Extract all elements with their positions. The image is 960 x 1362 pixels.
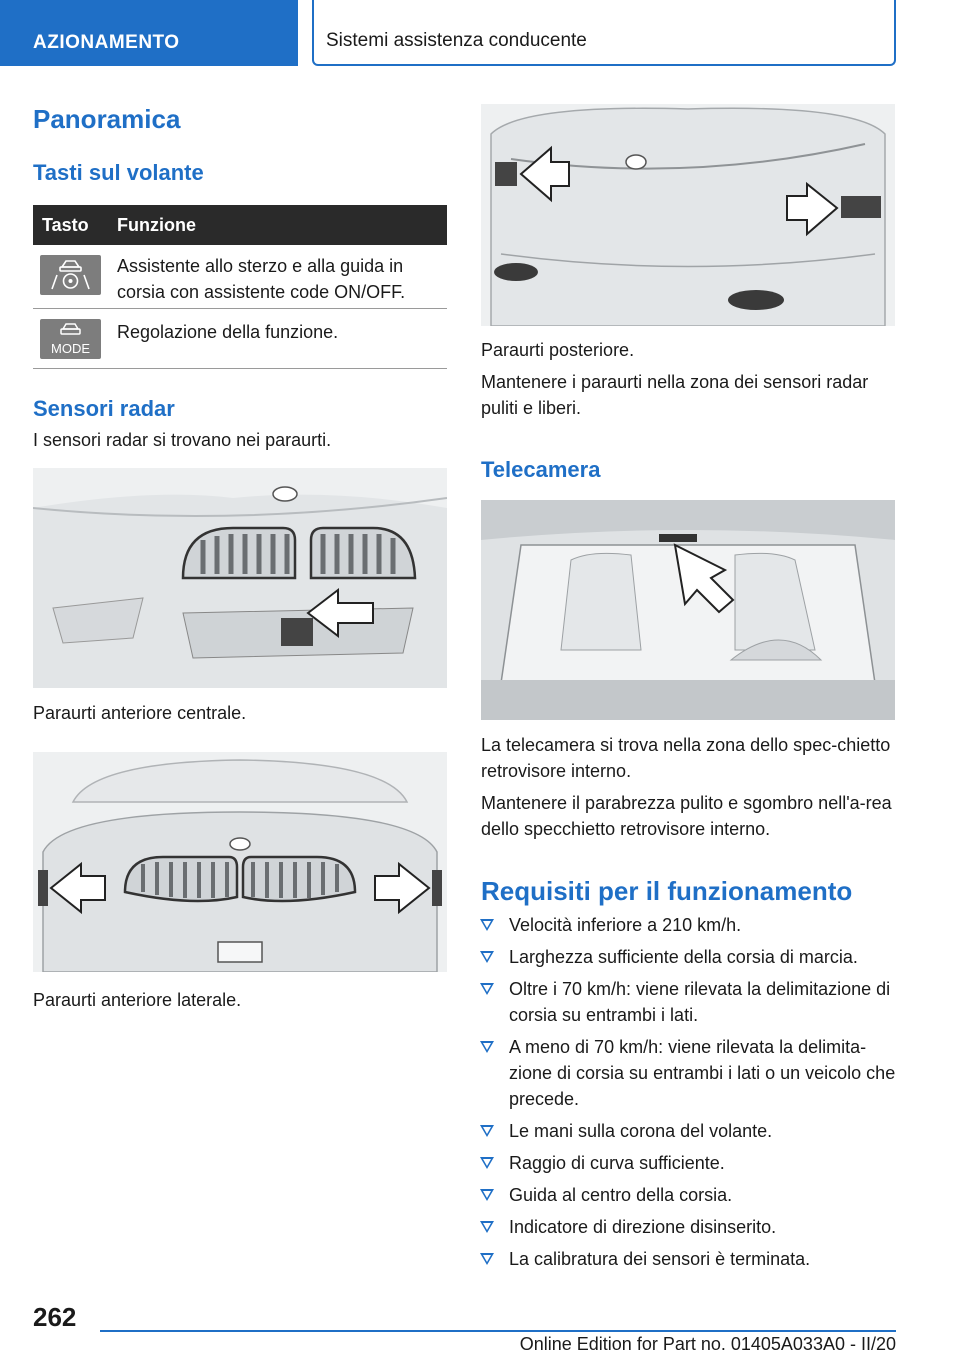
chapter-tab: Sistemi assistenza conducente [312, 0, 896, 66]
row-function-text: Regolazione della funzione. [117, 322, 339, 342]
footer-divider [100, 1330, 896, 1332]
front-center-bumper-image [33, 468, 447, 688]
list-item: Raggio di curva sufficiente. [480, 1150, 901, 1176]
page-number: 262 [33, 1302, 77, 1332]
list-item-text: Raggio di curva sufficiente. [509, 1153, 725, 1173]
steering-keys-table: Tasto Funzione Assistente allo sterzo e … [33, 205, 447, 369]
list-item-text: Guida al centro della corsia. [509, 1185, 733, 1205]
list-item: A meno di 70 km/h: viene rilevata la del… [480, 1034, 901, 1112]
front-side-bumper-image [33, 752, 447, 972]
camera-text-2: Mantenere il parabrezza pulito e sgombro… [481, 793, 892, 839]
list-item-text: Oltre i 70 km/h: viene rilevata la delim… [509, 979, 891, 1025]
list-item-text: La calibratura dei sensori è terminata. [509, 1249, 811, 1269]
mode-icon-label: MODE [51, 341, 90, 356]
list-item-text: Le mani sulla corona del volante. [509, 1121, 773, 1141]
list-item: Indicatore di direzione disinserito. [480, 1214, 901, 1240]
rear-text: Mantenere i paraurti nella zona dei sens… [481, 372, 869, 418]
camera-heading: Telecamera [481, 457, 601, 482]
bullet-triangle-icon [480, 1157, 494, 1169]
bullet-triangle-icon [480, 951, 494, 963]
table-row: MODE Regolazione della funzione. [33, 309, 447, 369]
bullet-triangle-icon [480, 919, 494, 931]
table-row: Assistente allo sterzo e alla guida in c… [33, 245, 447, 309]
footer-edition: Online Edition for Part no. 01405A033A0 … [519, 1334, 896, 1354]
col-header-function: Funzione [117, 215, 196, 235]
list-item: Oltre i 70 km/h: viene rilevata la delim… [480, 976, 901, 1028]
list-item-text: A meno di 70 km/h: viene rilevata la del… [509, 1037, 896, 1109]
bullet-triangle-icon [480, 1041, 494, 1053]
section-tab: AZIONAMENTO [0, 0, 298, 66]
bullet-triangle-icon [480, 1221, 494, 1233]
list-item-text: Indicatore di direzione disinserito. [509, 1217, 777, 1237]
requirements-heading: Requisiti per il funzionamento [481, 876, 853, 906]
mode-button-icon: MODE [40, 319, 101, 359]
bullet-triangle-icon [480, 983, 494, 995]
list-item-text: Larghezza sufficiente della corsia di ma… [509, 947, 858, 967]
caption-front-side: Paraurti anteriore laterale. [33, 990, 242, 1010]
list-item: Velocità inferiore a 210 km/h. [480, 912, 901, 938]
row-function-text: Assistente allo sterzo e alla guida in c… [117, 256, 406, 302]
caption-front-center: Paraurti anteriore centrale. [33, 703, 247, 723]
radar-heading: Sensori radar [33, 396, 175, 421]
camera-interior-image [481, 500, 895, 720]
page-title: Panoramica [33, 104, 181, 134]
subtitle-steering-keys: Tasti sul volante [33, 160, 204, 185]
caption-rear: Paraurti posteriore. [481, 340, 635, 360]
list-item: Larghezza sufficiente della corsia di ma… [480, 944, 901, 970]
bullet-triangle-icon [480, 1253, 494, 1265]
list-item: Guida al centro della corsia. [480, 1182, 901, 1208]
radar-text: I sensori radar si trovano nei paraurti. [33, 430, 332, 450]
list-item: Le mani sulla corona del volante. [480, 1118, 901, 1144]
bullet-triangle-icon [480, 1189, 494, 1201]
list-item-text: Velocità inferiore a 210 km/h. [509, 915, 742, 935]
section-label: AZIONAMENTO [33, 32, 180, 53]
rear-bumper-image [481, 104, 895, 326]
col-header-key: Tasto [42, 215, 89, 235]
lane-assist-steering-icon [40, 255, 101, 295]
bullet-triangle-icon [480, 1125, 494, 1137]
chapter-label: Sistemi assistenza conducente [326, 30, 587, 51]
table-header: Tasto Funzione [33, 205, 447, 245]
list-item: La calibratura dei sensori è terminata. [480, 1246, 901, 1272]
requirements-list: Velocità inferiore a 210 km/h. Larghezza… [480, 912, 901, 1278]
camera-text-1: La telecamera si trova nella zona dello … [481, 735, 891, 781]
